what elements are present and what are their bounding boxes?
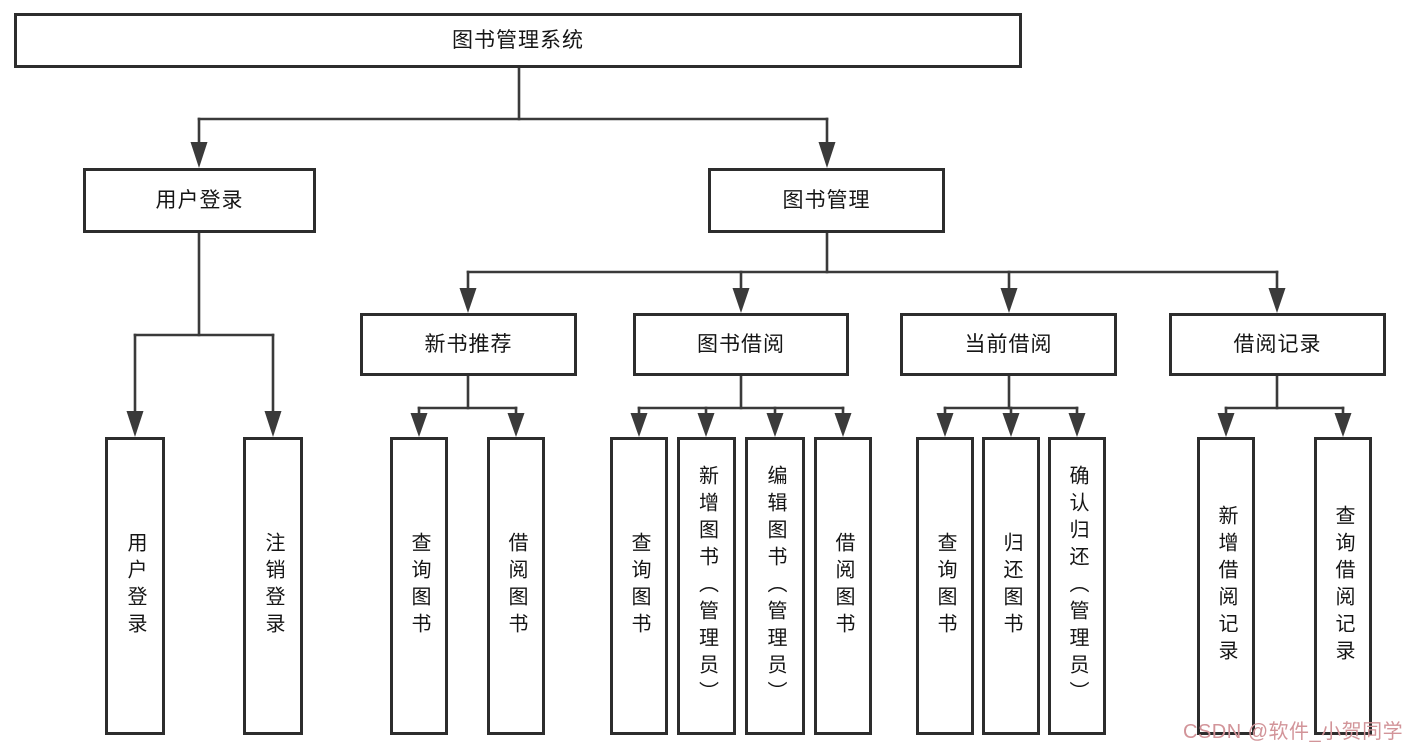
node-label: 借阅记录 [1233,333,1322,356]
node-bb-edit-books-admin: 编辑图书（管理员） [745,437,805,735]
node-bb-query-books: 查询图书 [610,437,668,735]
node-library-management-system: 图书管理系统 [14,13,1022,68]
node-label: 用户登录 [124,532,146,640]
node-label: 新书推荐 [424,333,513,356]
node-new-book-recommendation: 新书推荐 [360,313,577,376]
csdn-watermark: CSDN @软件_小贺同学 [1183,721,1404,743]
node-cb-query-books: 查询图书 [916,437,974,735]
node-label: 借阅图书 [505,532,527,640]
node-current-borrowing: 当前借阅 [900,313,1117,376]
node-user-login-leaf: 用户登录 [105,437,165,735]
node-bb-add-books-admin: 新增图书（管理员） [677,437,736,735]
node-label: 查询图书 [628,532,650,640]
node-nbr-query-books: 查询图书 [390,437,448,735]
node-borrowing-records: 借阅记录 [1169,313,1386,376]
node-label: 新增借阅记录 [1215,505,1237,667]
node-cb-confirm-return-admin: 确认归还（管理员） [1048,437,1106,735]
node-label: 借阅图书 [832,532,854,640]
node-user-login: 用户登录 [83,168,316,233]
node-br-query-record: 查询借阅记录 [1314,437,1372,735]
node-cb-return-books: 归还图书 [982,437,1040,735]
node-label: 图书管理 [782,189,871,212]
node-label: 查询图书 [408,532,430,640]
node-label: 查询借阅记录 [1332,505,1354,667]
node-label: 注销登录 [262,532,284,640]
node-book-borrowing: 图书借阅 [633,313,849,376]
node-logout: 注销登录 [243,437,303,735]
node-label: 编辑图书（管理员） [764,464,786,708]
node-label: 新增图书（管理员） [695,464,718,708]
node-label: 归还图书 [1000,532,1022,640]
node-nbr-borrow-books: 借阅图书 [487,437,545,735]
node-label: 查询图书 [934,532,956,640]
node-label: 当前借阅 [964,333,1053,356]
node-br-add-record: 新增借阅记录 [1197,437,1255,735]
node-bb-borrow-books: 借阅图书 [814,437,872,735]
node-book-management: 图书管理 [708,168,945,233]
node-label: 图书借阅 [697,333,785,356]
node-label: 图书管理系统 [452,29,584,52]
node-label: 用户登录 [155,189,244,212]
node-label: 确认归还（管理员） [1066,464,1088,708]
connector-arrowheads [126,142,1352,437]
